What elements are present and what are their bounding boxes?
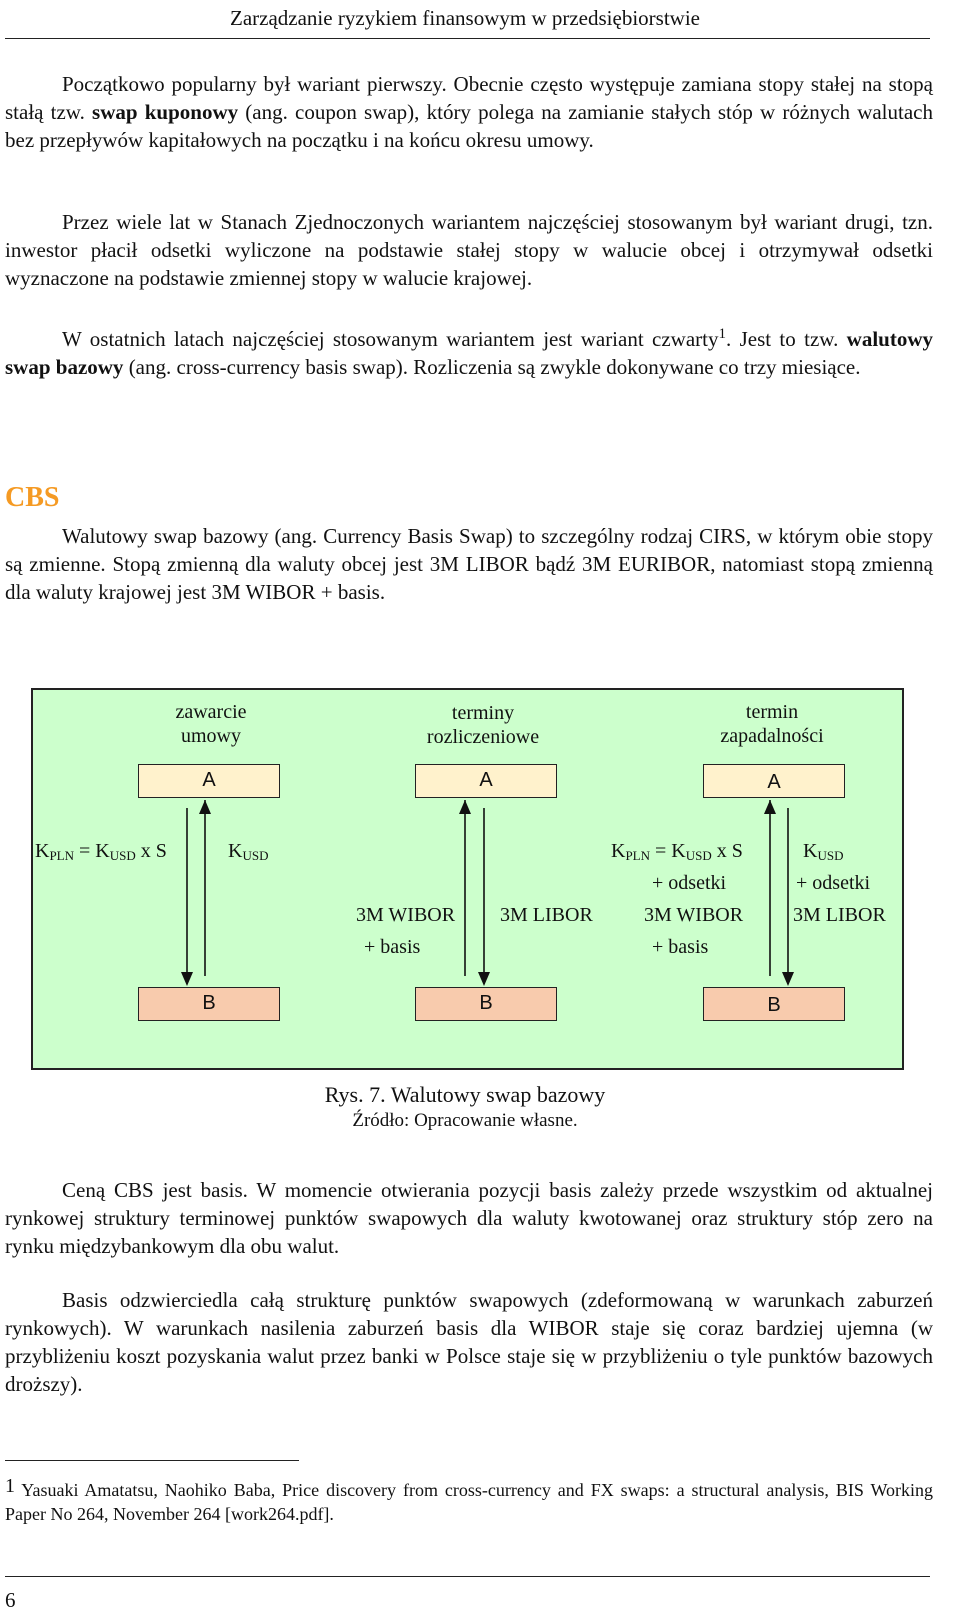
p1-text-b: (ang. coupon swap), który polega na zami…: [5, 100, 933, 152]
arrowhead-up-2: [459, 800, 471, 814]
paragraph-6: Basis odzwierciedla całą strukturę punkt…: [5, 1288, 933, 1396]
k-usd-1: KUSD: [228, 840, 269, 863]
k-pln-formula-1: KPLN = KUSD x S: [35, 840, 167, 863]
basis-label-2: + basis: [364, 936, 421, 958]
col1-title-line1: zawarcie: [175, 701, 247, 723]
p1-text-a: Początkowo popularny był wariant pierwsz…: [5, 72, 933, 124]
odsetki-label-3a: + odsetki: [652, 872, 727, 894]
section-heading: CBS: [5, 482, 60, 513]
basis-label-3: + basis: [652, 936, 709, 958]
page-number: 6: [5, 1588, 16, 1612]
footer-rule: [5, 1576, 930, 1577]
paragraph-3: W ostatnich latach najczęściej stosowany…: [5, 320, 933, 381]
col2-title: terminy rozliczeniowe: [403, 701, 563, 749]
p1-bold-term: swap kuponowy: [92, 100, 239, 124]
box-b-2: B: [415, 987, 557, 1021]
p3-text-c: (ang. cross-currency basis swap). Rozlic…: [123, 355, 861, 379]
p3-text-a: W ostatnich latach najczęściej stosowany…: [62, 327, 719, 351]
k-pln-formula-3: KPLN = KUSD x S: [611, 840, 743, 863]
arrowhead-up-3: [764, 800, 776, 814]
col2-title-line1: terminy: [451, 702, 515, 724]
col3-title-line2: zapadalności: [720, 725, 824, 747]
box-a-1: A: [138, 764, 280, 798]
figure-source: Źródło: Opracowanie własne.: [352, 1110, 578, 1131]
col3-title-line1: termin: [745, 701, 799, 723]
arrowhead-down-1: [181, 972, 193, 986]
p3-bold-term: walutowy swap bazowy: [5, 327, 934, 379]
footnote-ref: 1: [718, 326, 726, 342]
col3-title: termin zapadalności: [697, 700, 847, 748]
paragraph-1: Początkowo popularny był wariant pierwsz…: [5, 70, 933, 154]
libor-label-3: 3M LIBOR: [793, 904, 886, 926]
flow-arrows: [181, 800, 794, 986]
footnote-text: Yasuaki Amatatsu, Naohiko Baba, Price di…: [5, 1480, 933, 1524]
footnote-rule: [5, 1460, 299, 1461]
box-b-1: B: [138, 987, 280, 1021]
col2-title-line2: rozliczeniowe: [426, 726, 540, 748]
k-usd-3: KUSD: [803, 840, 844, 863]
paragraph-2: Przez wiele lat w Stanach Zjednoczonych …: [5, 210, 933, 290]
paragraph-5: Ceną CBS jest basis. W momencie otwieran…: [5, 1178, 933, 1258]
wibor-label-3: 3M WIBOR: [644, 904, 744, 926]
col1-title-line2: umowy: [181, 725, 241, 747]
libor-label-2: 3M LIBOR: [500, 904, 593, 926]
arrowhead-down-2: [478, 972, 490, 986]
figure-caption: Rys. 7. Walutowy swap bazowy: [324, 1082, 606, 1107]
box-a-3: A: [703, 764, 845, 798]
running-header: Zarządzanie ryzykiem finansowym w przeds…: [230, 6, 700, 30]
arrowhead-down-3: [782, 972, 794, 986]
p3-text-b: . Jest to tzw.: [725, 327, 847, 351]
odsetki-label-3b: + odsetki: [796, 872, 871, 894]
box-b-3: B: [703, 987, 845, 1021]
cbs-diagram: zawarcie umowy terminy rozliczeniowe ter…: [31, 688, 904, 1070]
col1-title: zawarcie umowy: [151, 700, 271, 748]
box-a-2: A: [415, 764, 557, 798]
footnote: 1 Yasuaki Amatatsu, Naohiko Baba, Price …: [5, 1474, 933, 1526]
wibor-label-2: 3M WIBOR: [356, 904, 456, 926]
arrowhead-up-1: [199, 800, 211, 814]
header-rule: [5, 38, 930, 39]
footnote-number: 1: [5, 1475, 15, 1497]
paragraph-4: Walutowy swap bazowy (ang. Currency Basi…: [5, 524, 933, 604]
